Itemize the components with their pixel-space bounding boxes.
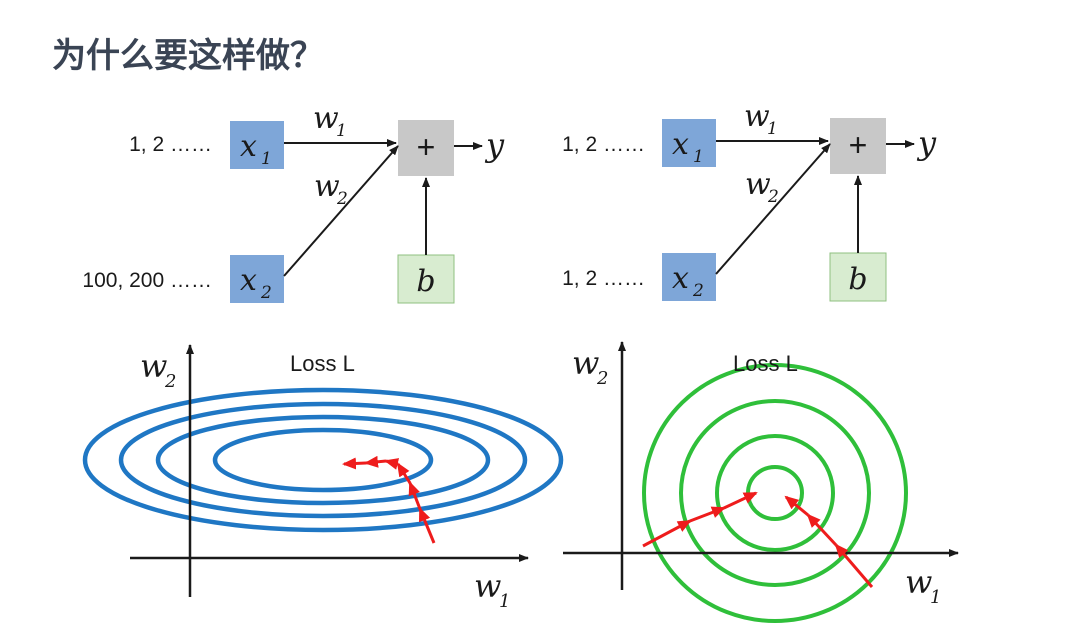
left-bias-label: b <box>416 264 435 299</box>
left-contour-2 <box>118 401 528 519</box>
right-output-label: y <box>916 124 937 162</box>
right-x2-box <box>662 253 716 301</box>
left-axis-x-sub: 1 <box>499 591 510 612</box>
left-input1-range: 1, 2 …… <box>129 133 212 156</box>
left-gradient-arrow-5 <box>364 455 387 468</box>
right-plus-symbol: + <box>849 127 868 163</box>
left-gradient-arrow-2 <box>408 481 422 510</box>
left-network: 1, 2 …… 100, 200 …… x 1 x 2 + b w 1 w 2 … <box>82 101 505 304</box>
left-x1-sub: 1 <box>261 149 272 169</box>
right-x2-label: x <box>672 261 689 296</box>
left-loss-label: Loss L <box>290 351 355 376</box>
left-plus-box <box>398 120 454 176</box>
right-w1-sub: 1 <box>767 119 778 139</box>
right-axis-y-sub: 2 <box>596 368 608 389</box>
page-title: 为什么要这样做？ <box>52 36 324 76</box>
right-axis-x-sub: 1 <box>930 587 941 608</box>
right-axis-y-label: w <box>572 344 599 382</box>
left-x2-label: x <box>240 263 257 298</box>
right-x2-sub: 2 <box>692 281 704 301</box>
left-w2-edge <box>283 145 399 277</box>
left-w1-sub: 1 <box>336 121 347 141</box>
right-gradient-arrow-4 <box>834 543 874 588</box>
right-input1-range: 1, 2 …… <box>562 133 645 156</box>
right-contour-2 <box>679 399 871 587</box>
left-x2-box <box>230 255 284 303</box>
left-contour-1 <box>82 387 564 533</box>
right-w2-label: w <box>745 167 771 202</box>
left-bias-box <box>397 254 455 304</box>
right-gradient-arrow-3 <box>723 491 758 510</box>
left-axis-y-label: w <box>140 347 167 385</box>
right-input2-range: 1, 2 …… <box>562 267 645 290</box>
right-gradient-arrow-2 <box>689 506 726 523</box>
right-contour-4 <box>746 465 804 521</box>
left-gradient-arrow-3 <box>396 462 412 484</box>
right-w2-sub: 2 <box>767 187 779 207</box>
right-contour-1 <box>642 363 908 623</box>
right-x1-box <box>662 119 716 167</box>
left-output-label: y <box>484 126 505 164</box>
right-loss-label: Loss L <box>733 351 798 376</box>
left-plus-symbol: + <box>417 129 436 165</box>
left-input2-range: 100, 200 …… <box>82 269 212 292</box>
right-axis-x-label: w <box>905 563 932 601</box>
right-bias-label: b <box>848 262 867 297</box>
right-x1-sub: 1 <box>693 147 704 167</box>
right-w2-edge <box>715 143 831 275</box>
right-loss-plot: Loss L w 2 w 1 <box>563 341 959 623</box>
right-network: 1, 2 …… 1, 2 …… x 1 x 2 + b w 1 w 2 y <box>562 99 937 302</box>
right-gradient-arrow-6 <box>784 495 809 517</box>
right-plus-box <box>830 118 886 174</box>
left-x2-sub: 2 <box>260 283 272 303</box>
left-contour-3 <box>155 414 491 506</box>
left-w2-label: w <box>314 169 340 204</box>
left-w1-label: w <box>313 101 339 136</box>
right-gradient-arrow-1 <box>642 519 692 548</box>
left-w2-sub: 2 <box>336 189 348 209</box>
left-axis-x-label: w <box>474 567 501 605</box>
left-gradient-arrow-6 <box>342 457 367 470</box>
right-contour-3 <box>715 434 835 552</box>
left-axis-y-sub: 2 <box>164 371 176 392</box>
left-gradient-arrow-1 <box>418 507 436 544</box>
right-gradient-arrow-5 <box>806 513 838 547</box>
left-x1-box <box>230 121 284 169</box>
left-loss-plot: Loss L w 2 w 1 <box>82 344 564 612</box>
left-contour-4 <box>212 427 434 493</box>
right-w1-label: w <box>744 99 770 134</box>
left-x1-label: x <box>240 129 257 164</box>
right-x1-label: x <box>672 127 689 162</box>
left-gradient-arrow-4 <box>384 458 400 470</box>
